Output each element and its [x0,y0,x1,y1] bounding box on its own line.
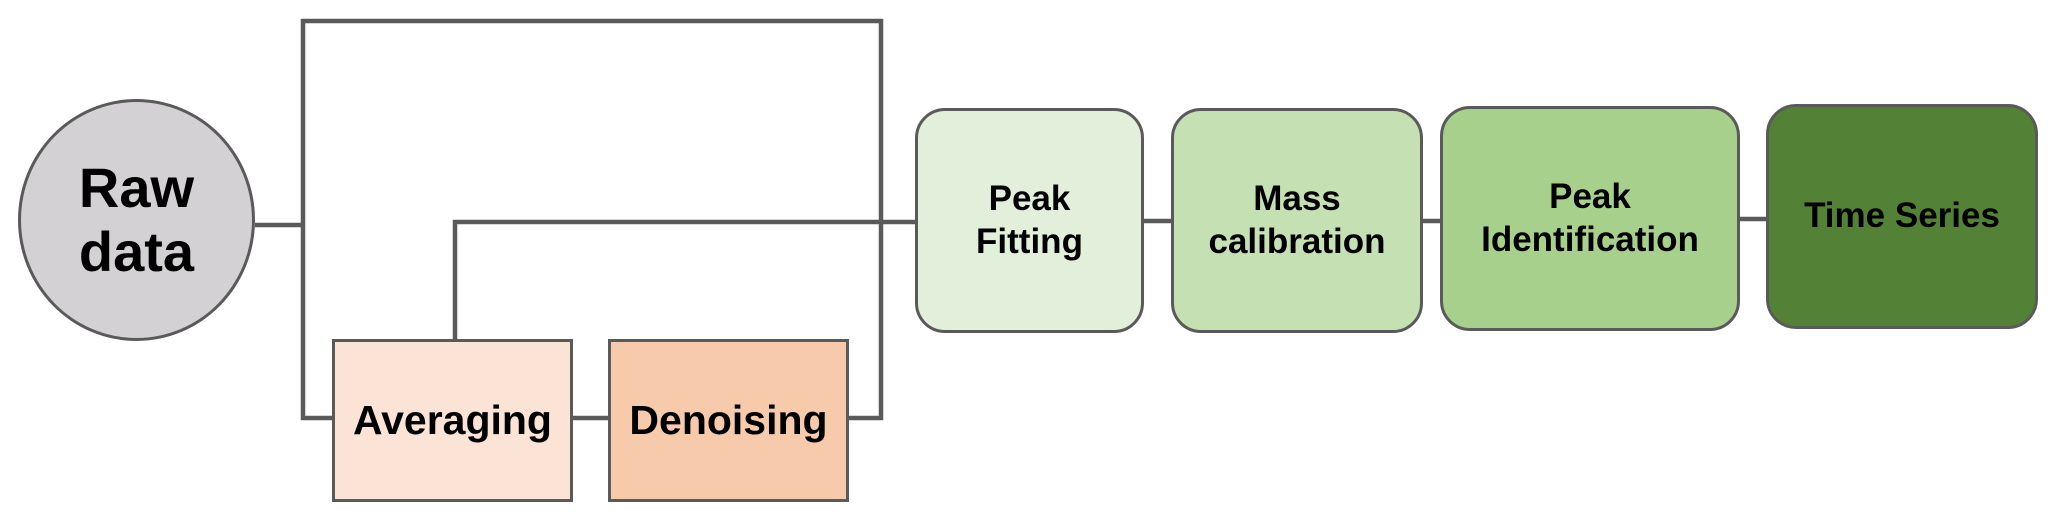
raw-data-label-line-2: data [78,220,195,283]
peak-identification-label-line-1: Peak [1549,176,1631,216]
peak-identification-node: Peak Identification [1440,106,1740,331]
peak-fitting-label-line-1: Peak [988,178,1071,218]
mass-calibration-label-line-2: calibration [1208,221,1386,261]
denoising-node: Denoising [608,339,849,502]
raw-data-label-line-1: Raw [78,155,195,219]
edge-denoising-to-peak-fitting [849,222,884,421]
time-series-node: Time Series [1766,104,2038,329]
edge-averaging-to-peak-fitting [452,219,915,339]
raw-data-node: Raw data [18,99,255,341]
denoising-label: Denoising [629,397,828,444]
peak-fitting-node: Peak Fitting [915,108,1144,333]
averaging-label: Averaging [353,397,552,444]
peak-fitting-label-line-2: Fitting [976,221,1083,261]
peak-identification-label-line-2: Identification [1481,219,1699,259]
mass-calibration-node: Mass calibration [1171,108,1423,333]
time-series-label: Time Series [1804,196,2000,236]
edge-raw-to-averaging [300,225,332,421]
mass-calibration-label-line-1: Mass [1253,178,1341,218]
averaging-node: Averaging [332,339,573,502]
edge-raw-to-peak-fitting-bypass [300,18,884,225]
